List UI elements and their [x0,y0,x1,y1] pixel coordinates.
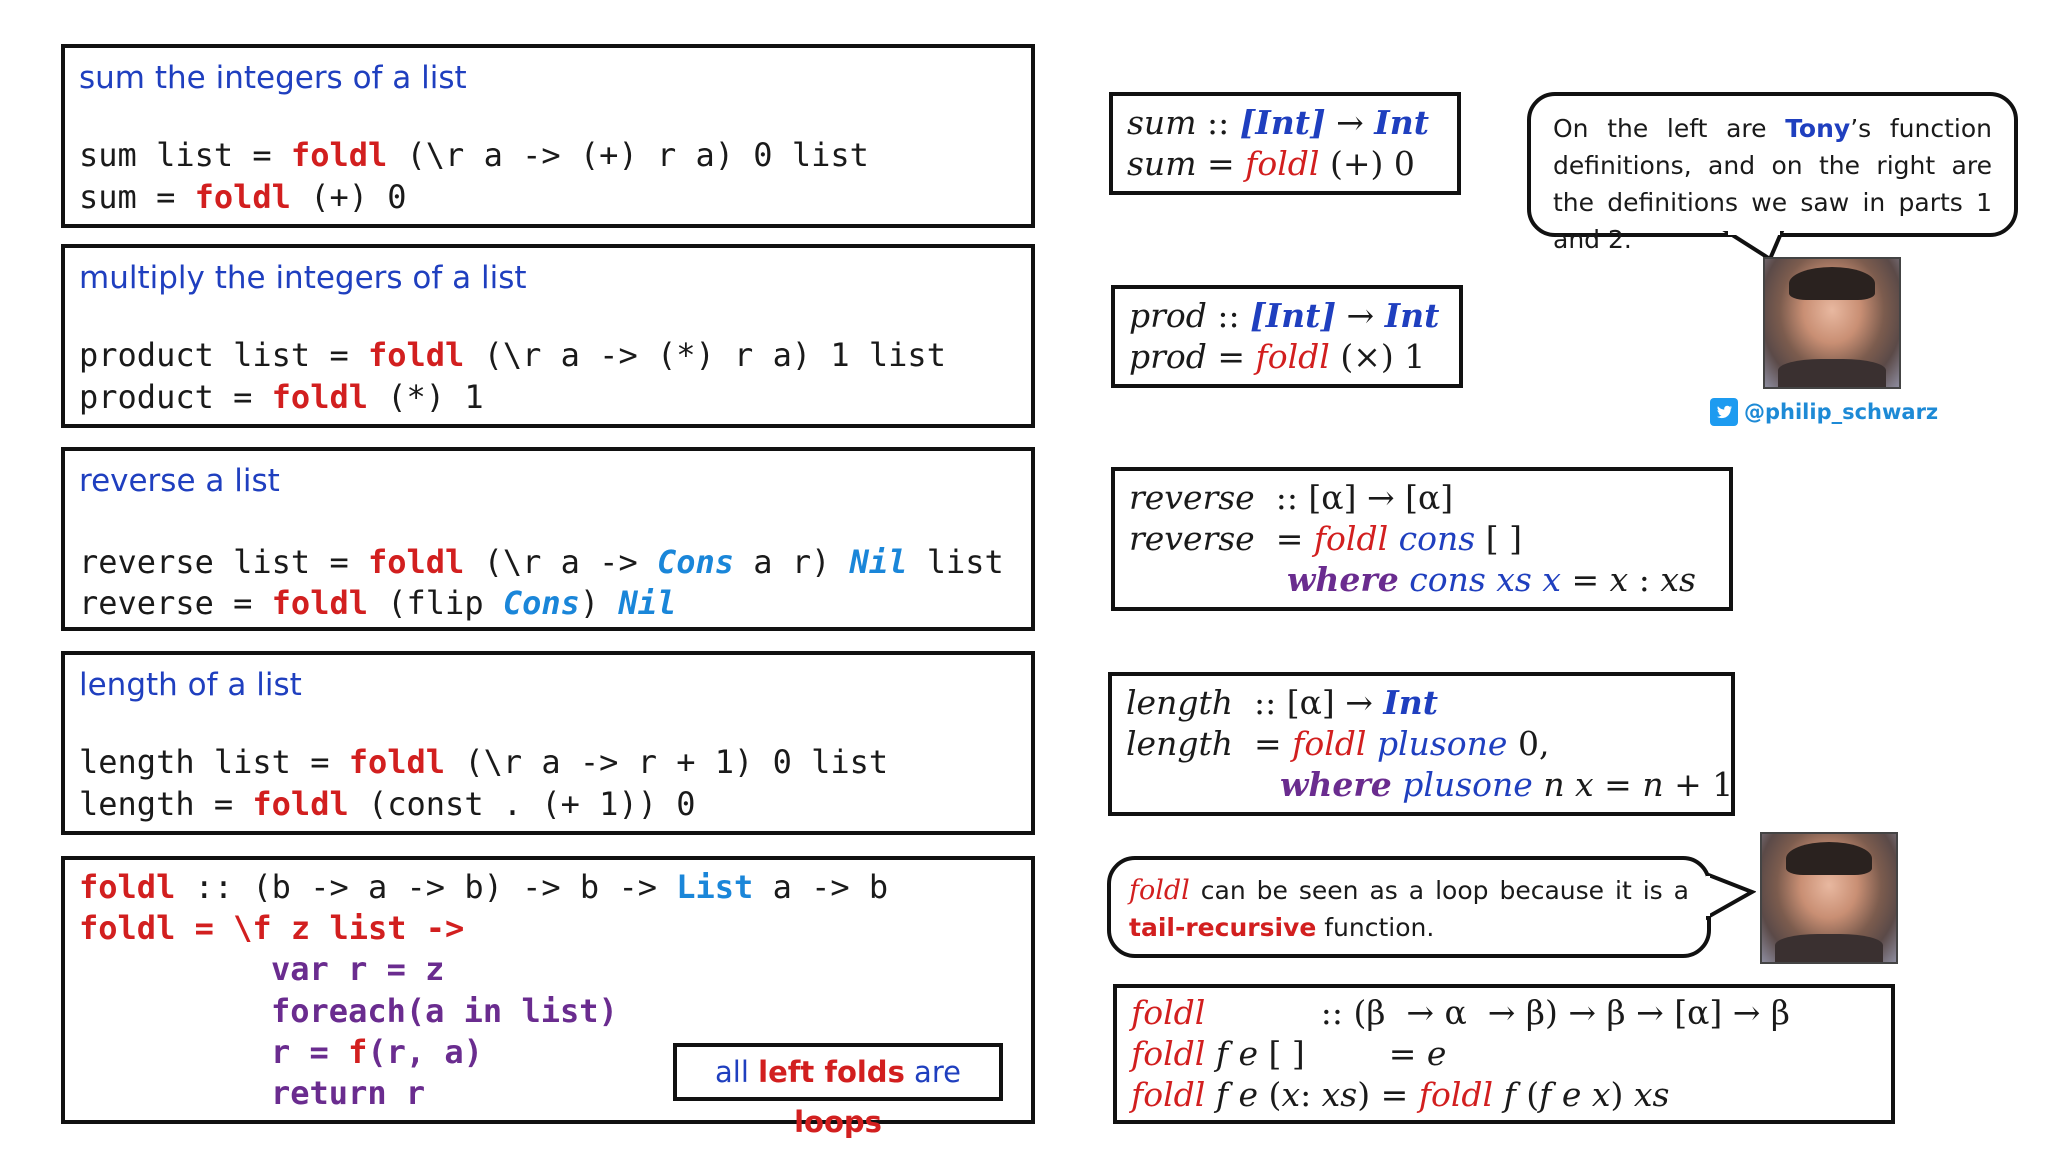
keyword-foldl: foldl [290,136,388,174]
math-line: where cons xs x = x : xs [1287,560,1696,599]
keyword-foldl: foldl [271,378,368,416]
math-box-foldl-definition: foldl :: (β → α → β) → β → [α] → β foldl… [1113,984,1895,1124]
code-line: product = foldl (*) 1 [79,378,484,416]
code-line: var r = z [271,950,445,988]
heading-product: multiply the integers of a list [79,260,527,296]
speech-bubble-bottom: foldl can be seen as a loop because it i… [1107,856,1711,958]
ctor-nil: Nil [849,543,908,581]
code-line: length = foldl (const . (+ 1)) 0 [79,785,696,823]
code-line: product list = foldl (\r a -> (*) r a) 1… [79,336,946,374]
keyword-foldl: foldl [367,543,465,581]
code-line: foreach(a in list) [271,992,618,1030]
math-line: reverse :: [α] → [α] [1129,478,1454,517]
math-box-prod: prod :: [Int] → Int prod = foldl (×) 1 [1111,285,1463,388]
code-box-sum: sum the integers of a list sum list = fo… [61,44,1035,228]
keyword-foldl: foldl [271,584,368,622]
left-folds-are-loops-label: all left folds are loops [673,1043,1003,1139]
twitter-icon [1710,398,1738,426]
keyword-foldl: foldl [252,785,349,823]
keyword-foldl: foldl [367,336,465,374]
code-box-length: length of a list length list = foldl (\r… [61,651,1035,835]
fn-name: sum [79,178,137,216]
code-line: reverse = foldl (flip Cons) Nil [79,584,677,622]
math-line: foldl f e (x: xs) = foldl f (f e x) xs [1131,1075,1670,1114]
code-line: reverse list = foldl (\r a -> Cons a r) … [79,543,1004,581]
math-box-length: length :: [α] → Int length = foldl pluso… [1108,672,1735,816]
heading-reverse: reverse a list [79,463,280,499]
speech-bubble-bottom-tail [1706,871,1756,921]
heading-sum: sum the integers of a list [79,60,467,96]
math-box-sum: sum :: [Int] → Int sum = foldl (+) 0 [1109,92,1461,195]
math-line: foldl f e [ ] = e [1131,1034,1447,1073]
ctor-nil: Nil [618,584,677,622]
code-line: length list = foldl (\r a -> r + 1) 0 li… [79,743,889,781]
fn-name: sum [79,136,137,174]
heading-length: length of a list [79,667,302,703]
math-line: sum = foldl (+) 0 [1127,144,1415,183]
type-list: List [676,868,754,906]
math-line: sum :: [Int] → Int [1127,103,1429,142]
math-line: prod :: [Int] → Int [1129,296,1440,335]
keyword-foldl: foldl [348,743,446,781]
code-box-foldl-definition: foldl :: (b -> a -> b) -> b -> List a ->… [61,856,1035,1139]
twitter-handle: @philip_schwarz [1710,396,1938,428]
math-line: length :: [α] → Int [1126,683,1439,722]
ctor-cons: Cons [656,543,735,581]
keyword-foldl: foldl [79,868,176,906]
code-line: sum list = foldl (\r a -> (+) r a) 0 lis… [79,136,869,174]
math-line: length = foldl plusone 0, [1126,724,1550,763]
code-line: sum = foldl (+) 0 [79,178,407,216]
code-line: foldl :: (b -> a -> b) -> b -> List a ->… [79,868,889,906]
author-photo-bottom [1760,832,1898,964]
math-box-reverse: reverse :: [α] → [α] reverse = foldl con… [1111,467,1733,611]
code-box-reverse: reverse a list reverse list = foldl (\r … [61,447,1035,631]
author-photo-top [1763,257,1901,389]
keyword-foldl: foldl [194,178,291,216]
name-tony: Tony [1785,114,1851,143]
math-line: where plusone n x = n + 1 [1280,765,1734,804]
speech-bubble-top: On the left are Tony’s function definiti… [1527,92,2018,254]
code-box-product: multiply the integers of a list product … [61,244,1035,428]
speech-bubble-top-tail [1722,231,1785,261]
math-line: prod = foldl (×) 1 [1129,337,1426,376]
code-line: foldl = \f z list -> [79,909,465,947]
code-line: return r [271,1074,426,1112]
math-line: reverse = foldl cons [ ] [1129,519,1522,558]
code-line: r = f(r, a) [271,1033,483,1071]
math-line: foldl :: (β → α → β) → β → [α] → β [1131,993,1790,1032]
ctor-cons: Cons [502,584,580,622]
